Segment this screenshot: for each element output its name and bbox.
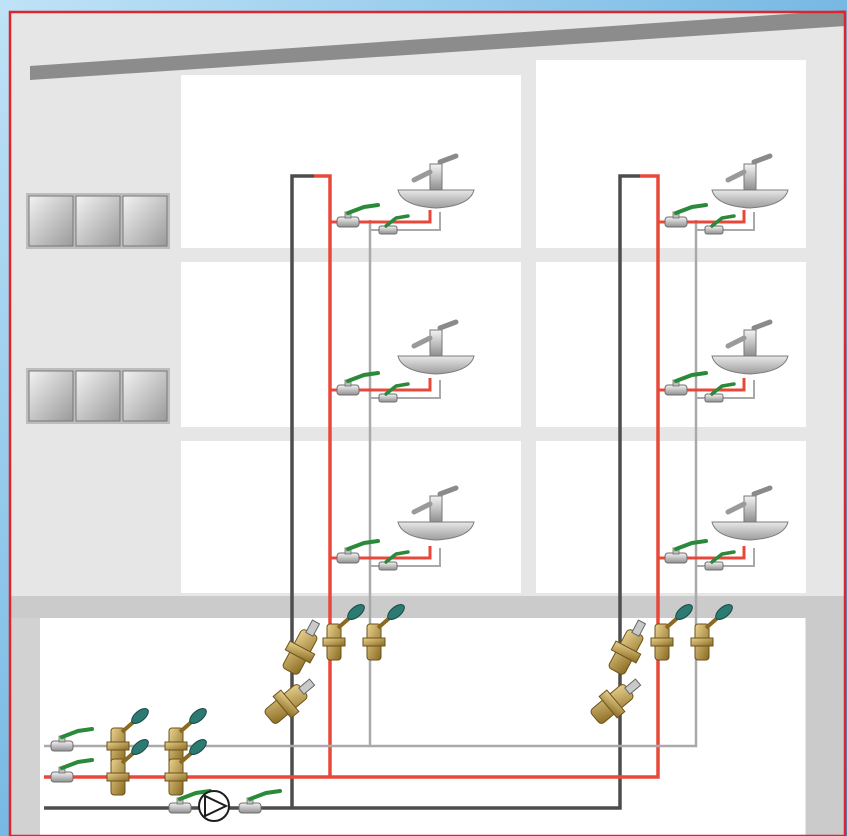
room-left-mid <box>181 262 521 427</box>
rooms <box>40 60 806 836</box>
window-group-lower <box>26 368 170 424</box>
roof <box>30 10 845 80</box>
room-right-mid <box>536 262 806 427</box>
pump-icon <box>198 790 230 822</box>
pipes <box>44 174 755 810</box>
basement-column <box>806 596 845 836</box>
main-line-fittings <box>49 703 282 822</box>
hot-pipe-left <box>314 174 332 777</box>
floor-slab <box>10 596 845 618</box>
window-group-upper <box>26 193 170 249</box>
room-left-bottom <box>181 441 521 593</box>
hot-pipe-right <box>44 174 660 779</box>
room-right-bottom <box>536 441 806 593</box>
frame-border <box>8 10 847 836</box>
cold-pipe-right <box>44 220 698 748</box>
return-pipe-right <box>44 174 640 810</box>
return-pipe-left <box>290 174 314 808</box>
basement-wall-left <box>10 618 40 836</box>
basement-room <box>40 618 805 836</box>
